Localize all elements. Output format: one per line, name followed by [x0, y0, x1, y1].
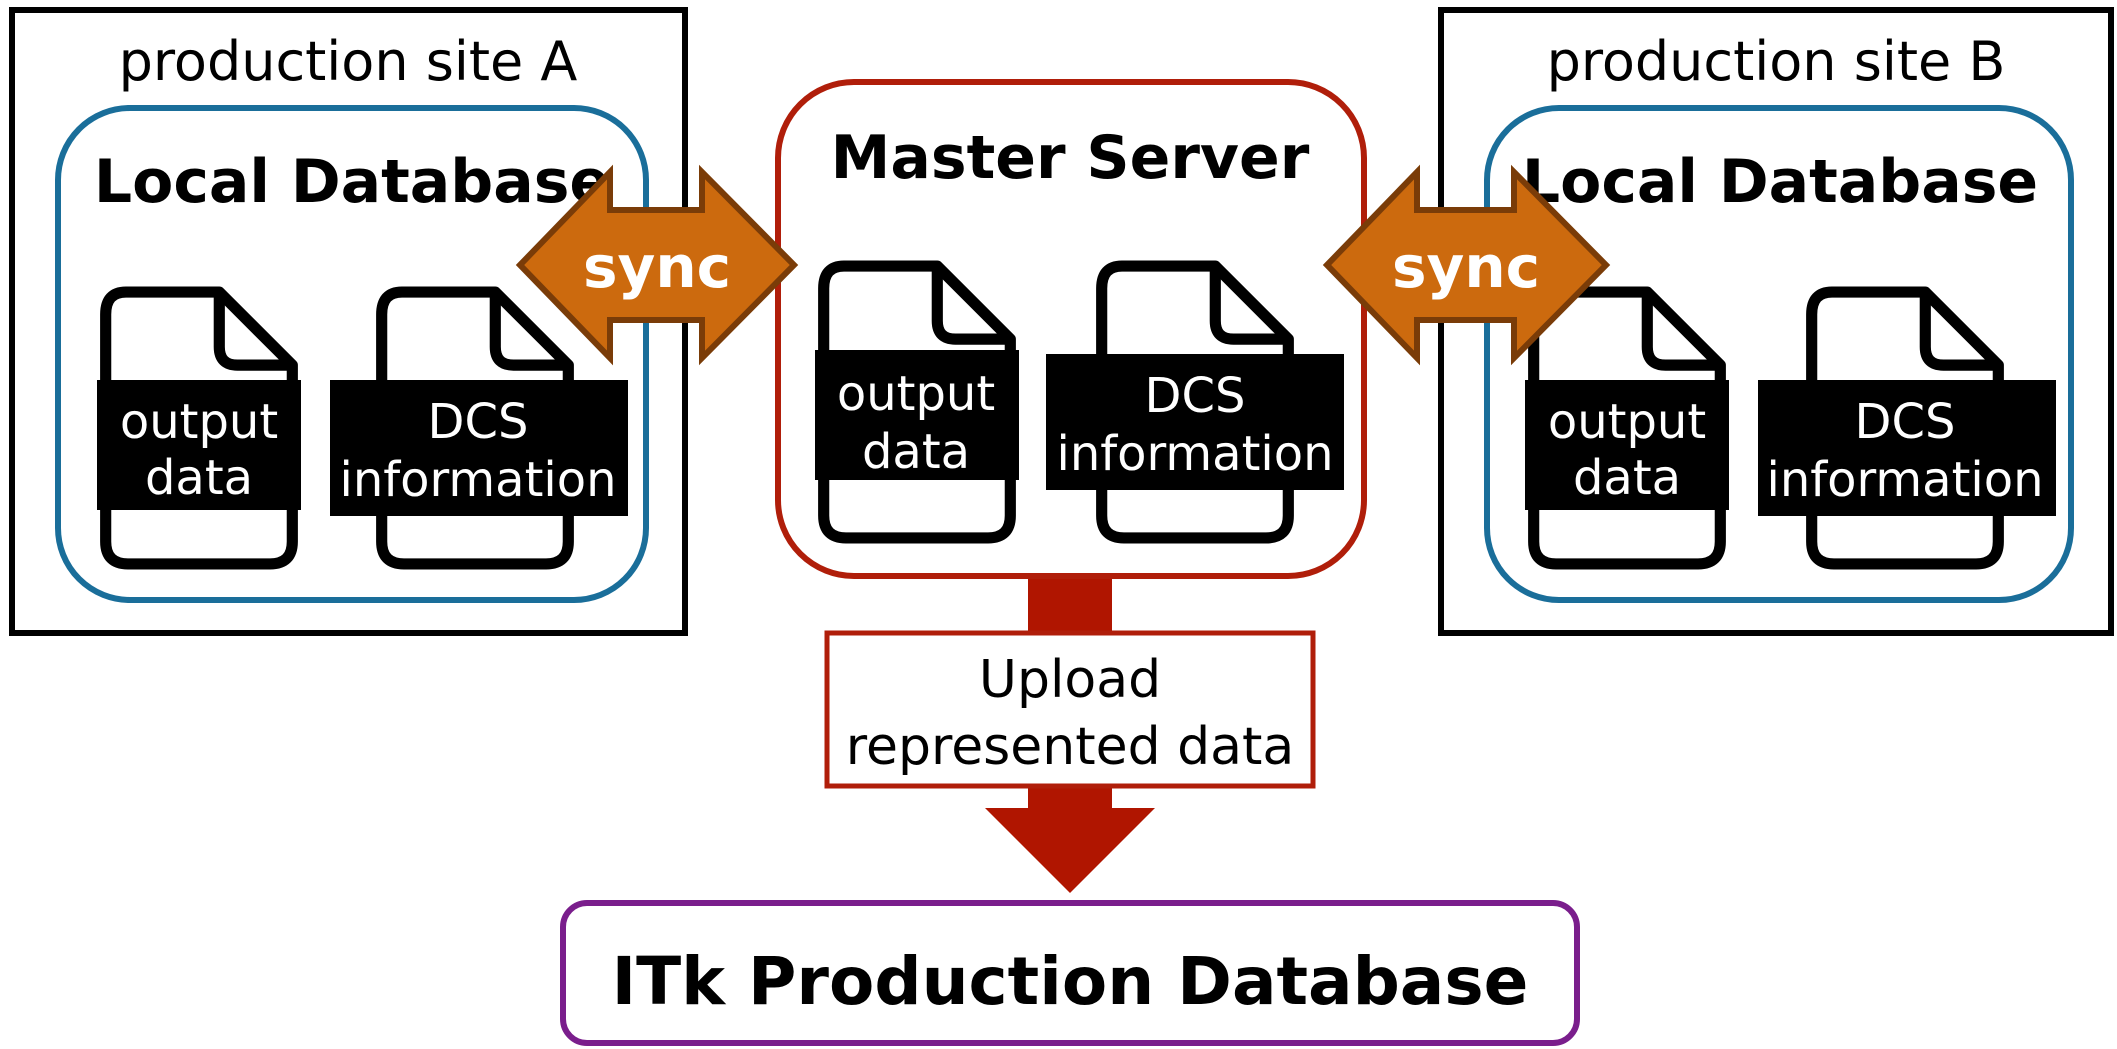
master-server: Master Server output data DCS informatio…: [775, 79, 1367, 579]
site-b-output-data-file-icon: output data: [1525, 292, 1729, 564]
sync-left-label: sync: [583, 233, 731, 301]
site-b-dcs-label-1: DCS: [1855, 394, 1956, 450]
site-b-title: production site B: [1547, 30, 2006, 93]
production-site-b: production site B Local Database output …: [1438, 7, 2114, 636]
site-b-local-db-frame: [1484, 105, 2074, 603]
site-b-output-label-2: data: [1573, 450, 1681, 506]
site-a-dcs-label-1: DCS: [428, 394, 529, 450]
itk-title: ITk Production Database: [612, 943, 1529, 1020]
master-server-title: Master Server: [831, 123, 1310, 193]
itk-production-database: ITk Production Database: [560, 900, 1580, 1046]
site-a-output-label-1: output: [120, 394, 278, 450]
sync-right-label: sync: [1392, 233, 1540, 301]
sync-right-arrow: sync: [1322, 164, 1611, 366]
site-b-dcs-label-2: information: [1766, 452, 2043, 508]
site-b-local-db-title: Local Database: [1522, 147, 2038, 217]
master-dcs-file-icon: DCS information: [1046, 266, 1344, 538]
site-a-dcs-label-2: information: [339, 452, 616, 508]
site-a-output-label-2: data: [145, 450, 253, 506]
site-a-dcs-file-icon: DCS information: [330, 292, 628, 564]
upload-frame: [824, 630, 1316, 789]
site-b-dcs-file-icon: DCS information: [1758, 292, 2056, 564]
master-dcs-label-1: DCS: [1145, 368, 1246, 424]
master-output-data-file-icon: output data: [815, 266, 1019, 538]
site-a-local-db-frame: [55, 105, 649, 603]
itk-frame: [560, 900, 1580, 1046]
site-b-output-label-1: output: [1548, 394, 1706, 450]
master-output-label-2: data: [862, 424, 970, 480]
master-output-label-1: output: [837, 366, 995, 422]
upload-label-1: Upload: [979, 650, 1161, 710]
sync-left-arrow: sync: [515, 164, 799, 366]
upload-box: Upload represented data: [824, 630, 1316, 789]
upload-label-2: represented data: [846, 717, 1295, 777]
site-a-local-db-title: Local Database: [94, 147, 610, 217]
master-dcs-label-2: information: [1056, 426, 1333, 482]
site-a-title: production site A: [119, 30, 578, 93]
production-site-a: production site A Local Database output …: [9, 7, 688, 636]
site-a-output-data-file-icon: output data: [97, 292, 301, 564]
